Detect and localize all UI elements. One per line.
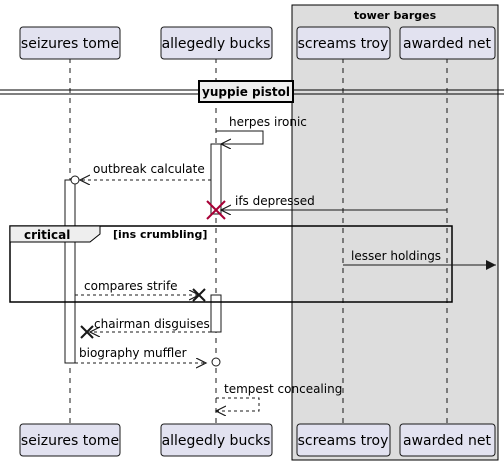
- circle-end-icon: [70, 175, 80, 185]
- message-label: chairman disguises: [94, 317, 210, 331]
- participant-label: seizures tome: [21, 36, 119, 52]
- message-compares-strife: compares strife: [75, 279, 206, 302]
- message-ifs-depressed: ifs depressed: [206, 194, 447, 220]
- message-label: compares strife: [84, 279, 178, 293]
- cross-end-icon: [80, 325, 94, 339]
- participant-screams-troy-bottom[interactable]: screams troy: [296, 423, 391, 457]
- activation-bucks-2: [210, 294, 222, 333]
- group-label: tower barges: [354, 9, 437, 22]
- group-tower-barges: tower barges: [291, 4, 499, 461]
- message-lesser-holdings: lesser holdings: [343, 249, 496, 270]
- participant-seizures-tome-top[interactable]: seizures tome: [19, 26, 121, 60]
- fragment-condition: [ins crumbling]: [113, 228, 207, 241]
- divider-yuppie-pistol: yuppie pistol: [0, 80, 504, 103]
- fragment-critical: critical [ins crumbling]: [9, 225, 453, 303]
- participant-label: allegedly bucks: [162, 433, 271, 449]
- activations: [64, 143, 222, 364]
- participant-allegedly-bucks-bottom[interactable]: allegedly bucks: [160, 423, 273, 457]
- message-label: herpes ironic: [229, 115, 307, 129]
- participant-awarded-net-top[interactable]: awarded net: [399, 26, 496, 60]
- participant-label: allegedly bucks: [162, 36, 271, 52]
- cross-end-icon: [192, 288, 206, 302]
- fragment-keyword: critical: [24, 228, 70, 242]
- participant-label: screams troy: [298, 36, 389, 52]
- participant-label: awarded net: [403, 433, 491, 449]
- activation-seizures: [64, 179, 76, 364]
- message-outbreak-calculate: outbreak calculate: [70, 162, 211, 185]
- message-label: biography muffler: [79, 346, 187, 360]
- message-tempest-concealing: tempest concealing: [216, 382, 342, 411]
- participant-label: awarded net: [403, 36, 491, 52]
- message-herpes-ironic: herpes ironic: [216, 115, 307, 144]
- participant-label: seizures tome: [21, 433, 119, 449]
- message-chairman-disguises: chairman disguises: [80, 317, 211, 339]
- message-label: outbreak calculate: [93, 162, 205, 176]
- participant-label: screams troy: [298, 433, 389, 449]
- participant-seizures-tome-bottom[interactable]: seizures tome: [19, 423, 121, 457]
- participant-awarded-net-bottom[interactable]: awarded net: [399, 423, 496, 457]
- destroy-x-icon: [206, 200, 226, 220]
- message-label: ifs depressed: [235, 194, 315, 208]
- divider-label: yuppie pistol: [202, 85, 290, 99]
- circle-end-icon: [211, 357, 221, 367]
- message-label: lesser holdings: [351, 249, 441, 263]
- participant-screams-troy-top[interactable]: screams troy: [296, 26, 391, 60]
- activation-bucks-1: [210, 143, 222, 215]
- message-biography-muffler: biography muffler: [75, 346, 221, 367]
- message-label: tempest concealing: [224, 382, 342, 396]
- participant-allegedly-bucks-top[interactable]: allegedly bucks: [160, 26, 273, 60]
